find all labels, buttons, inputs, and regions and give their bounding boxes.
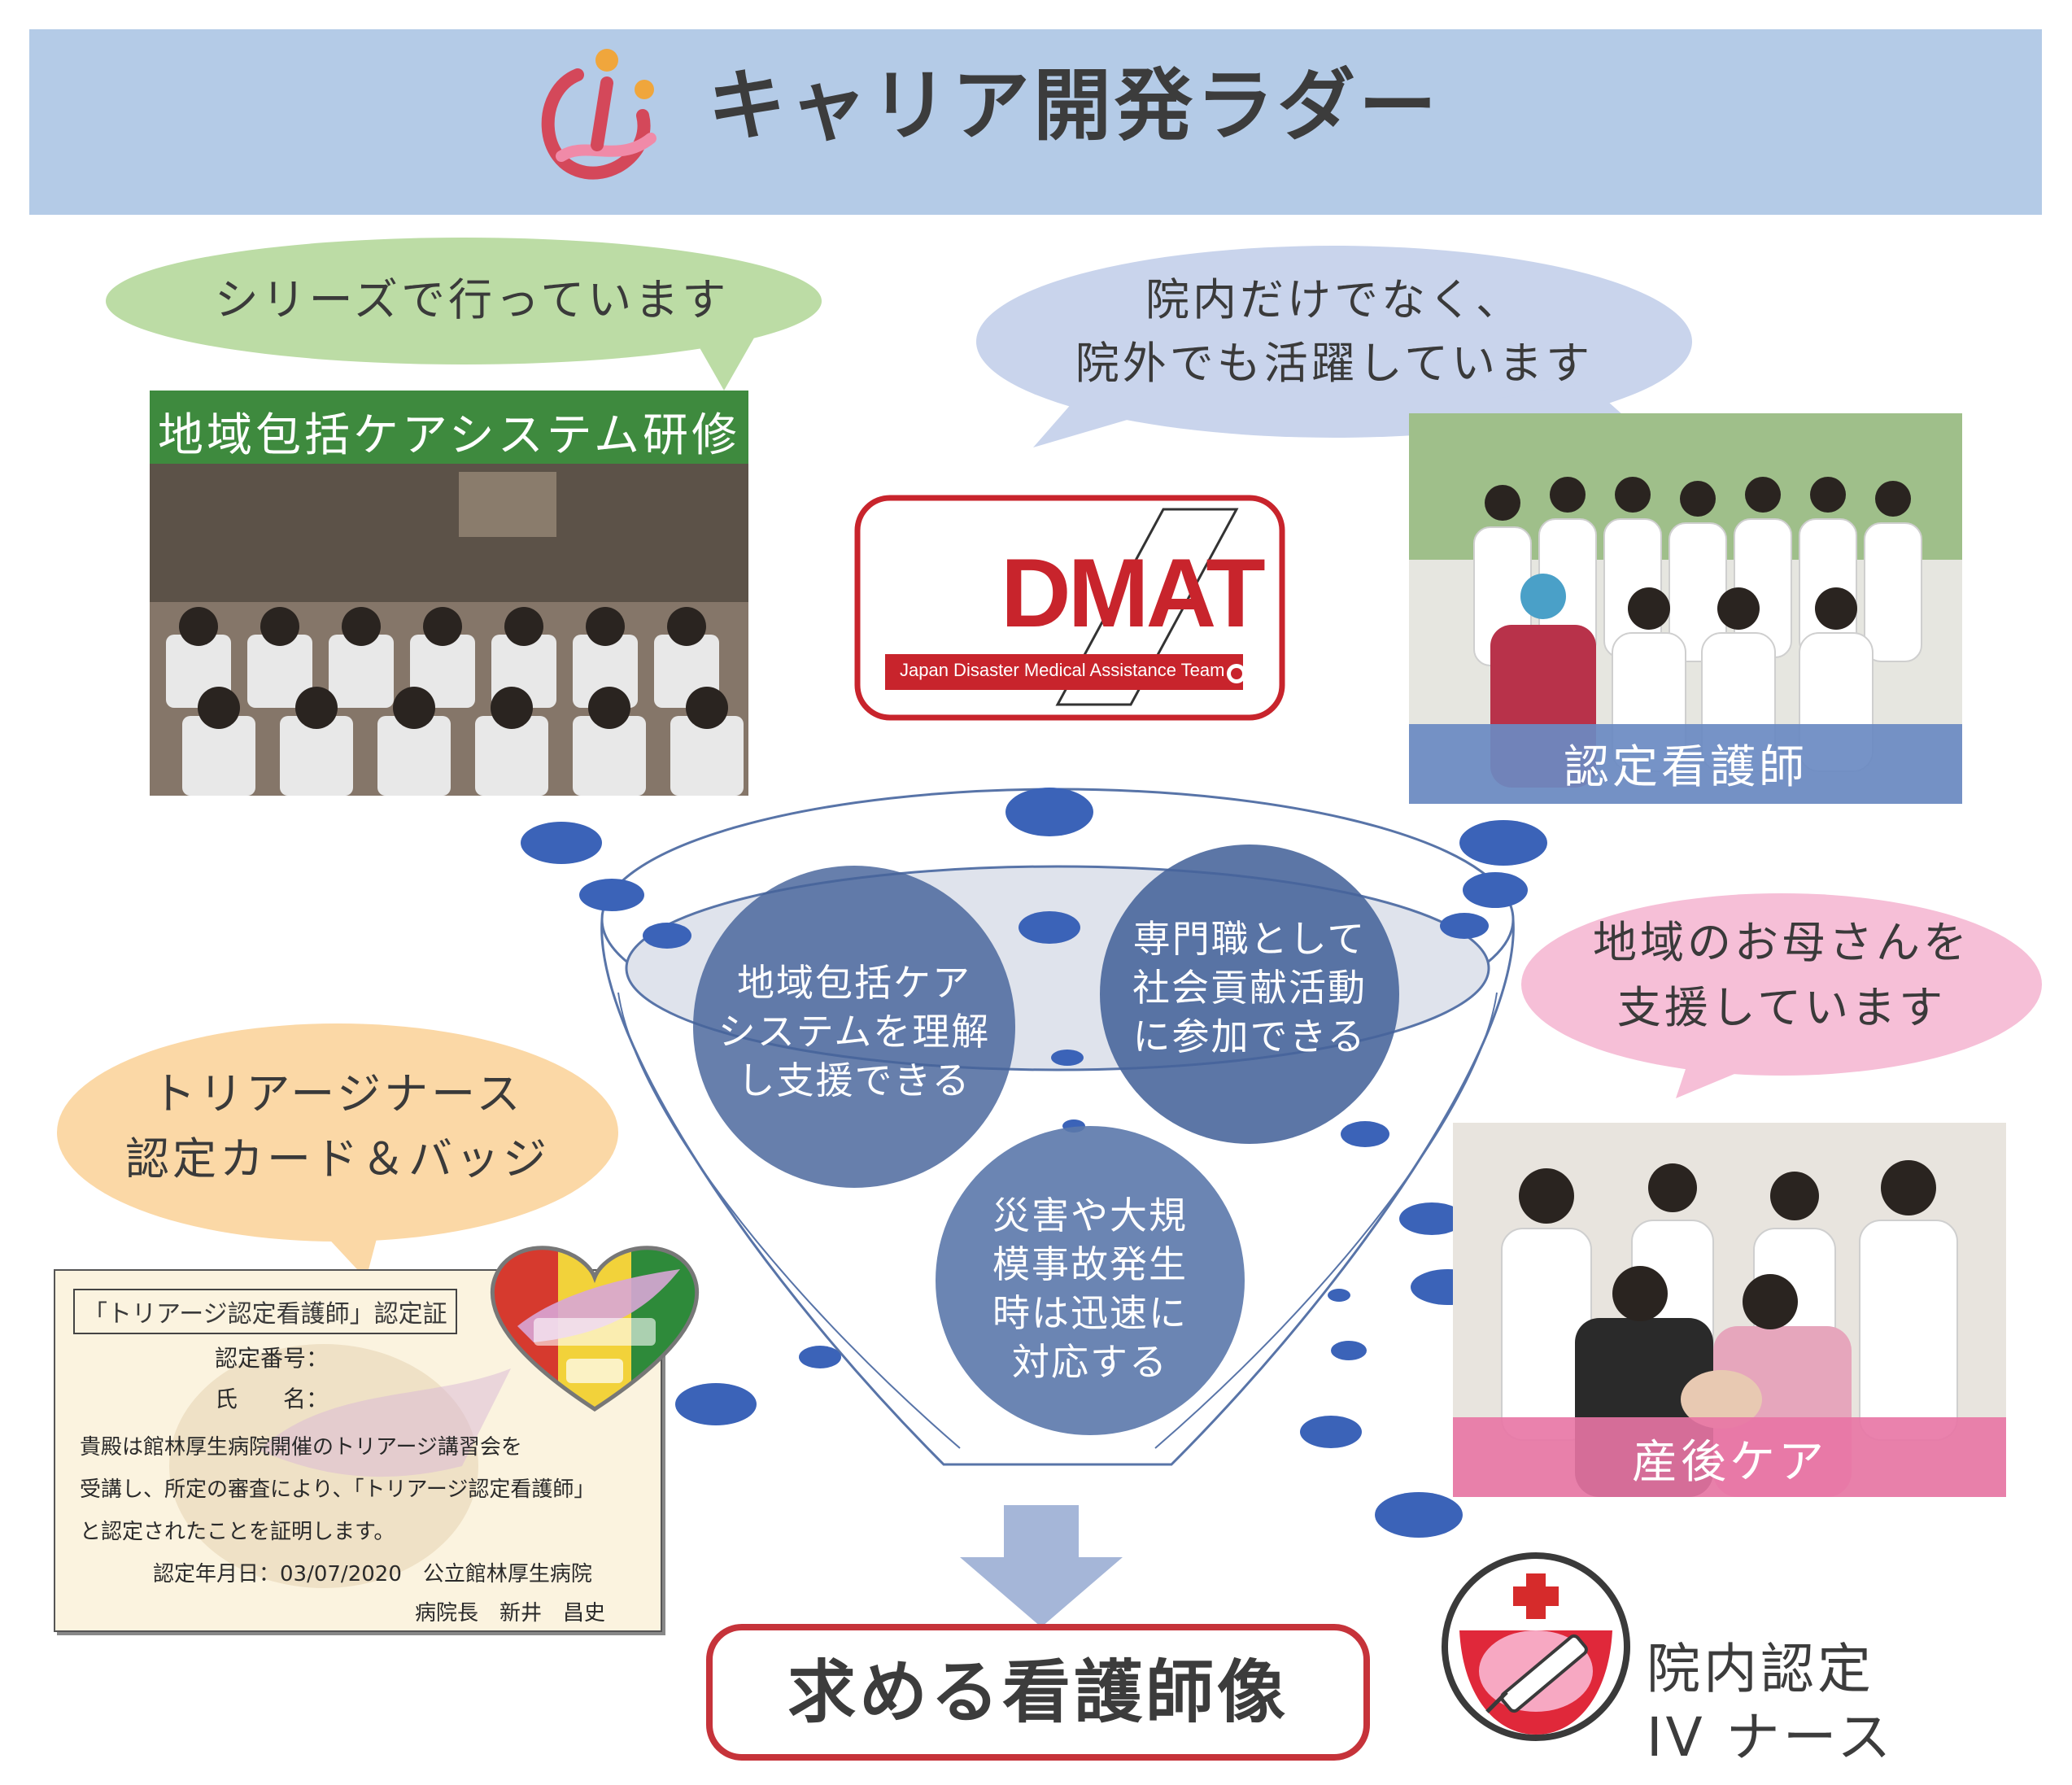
- training-photo-label: 地域包括ケアシステム研修: [157, 409, 741, 462]
- circle-text-line: 地域包括ケア: [737, 961, 971, 1005]
- hospital-logo-icon: [541, 49, 656, 180]
- certificate-watermark-icon: [169, 1344, 511, 1588]
- iv-nurse-badge-icon: [1442, 1552, 1630, 1741]
- circle-text-line: 時は迅速に: [992, 1291, 1188, 1335]
- header-banner: [29, 29, 2042, 215]
- ideal-nurse-goal: 求める看護師像: [706, 1624, 1370, 1761]
- circle-text-line: 社会貢献活動: [1132, 966, 1367, 1010]
- bubble-text: シリーズで行っています: [214, 274, 730, 325]
- speech-bubble-outside: 院内だけでなく、 院外でも活躍しています: [968, 244, 1700, 504]
- speech-bubble-mothers: 地域のお母さんを 支援しています: [1489, 887, 2042, 1098]
- speech-bubble-triage: トリアージナース 認定カード＆バッジ: [57, 1022, 618, 1279]
- certificate-body-line: 貴殿は館林厚生病院開催のトリアージ講習会を: [80, 1435, 522, 1460]
- page-title: キャリア開発ラダー: [708, 60, 1440, 151]
- circle-text-line: し支援できる: [737, 1058, 971, 1102]
- certified-nurse-photo: 認定看護師: [1409, 413, 1962, 804]
- certificate-title: 「トリアージ認定看護師」認定証: [73, 1289, 457, 1334]
- bubble-text-line2: 支援しています: [1616, 982, 1947, 1033]
- certificate-date-line: 認定年月日：03/07/2020 公立館林厚生病院: [153, 1562, 592, 1586]
- circle-text-line: に参加できる: [1132, 1015, 1367, 1058]
- certificate-body-line: と認定されたことを証明します。: [80, 1520, 395, 1544]
- dmat-logo: DMAT Japan Disaster Medical Assistance T…: [854, 495, 1285, 721]
- triage-heart-badge-icon: [490, 1246, 700, 1412]
- bubble-text-line1: トリアージナース: [151, 1068, 524, 1119]
- dmat-subtitle: Japan Disaster Medical Assistance Team: [900, 660, 1225, 680]
- certificate-name-label: 氏 名：: [215, 1386, 329, 1412]
- certificate-number-label: 認定番号：: [215, 1345, 329, 1372]
- postpartum-photo: 産後ケア: [1453, 1123, 2006, 1497]
- dmat-logo-text: DMAT: [1001, 539, 1266, 648]
- iv-nurse-label: 院内認定 IV ナース: [1647, 1635, 1894, 1772]
- certificate-signer-line: 病院長 新井 昌史: [415, 1601, 606, 1626]
- circle-text-line: 模事故発生: [992, 1242, 1188, 1286]
- circle-text-line: システムを理解: [718, 1010, 991, 1054]
- bubble-text-line1: 院内だけでなく、: [1145, 274, 1523, 325]
- speech-bubble-series: シリーズで行っています: [106, 236, 838, 391]
- postpartum-label: 産後ケア: [1632, 1436, 1827, 1489]
- circle-disaster-response: 災害や大規 模事故発生 時は迅速に 対応する: [960, 1191, 1220, 1386]
- certified-nurse-label: 認定看護師: [1564, 741, 1808, 794]
- circle-text-line: 対応する: [1012, 1340, 1168, 1384]
- circle-text-line: 災害や大規: [992, 1194, 1188, 1237]
- bubble-text-line1: 地域のお母さんを: [1593, 917, 1970, 968]
- triage-certificate: 「トリアージ認定看護師」認定証 認定番号： 氏 名： 貴殿は館林厚生病院開催のト…: [54, 1269, 662, 1632]
- iv-label-line2: IV ナース: [1647, 1706, 1895, 1769]
- circle-social-contribution: 専門職として 社会貢献活動 に参加できる: [1103, 914, 1396, 1061]
- certificate-body-line: 受講し、所定の審査により、「トリアージ認定看護師」: [80, 1477, 595, 1502]
- circle-community-care: 地域包括ケア システムを理解 し支援できる: [700, 958, 1009, 1105]
- iv-label-line1: 院内認定: [1647, 1638, 1874, 1700]
- down-arrow-icon: [960, 1505, 1123, 1627]
- training-photo: 地域包括ケアシステム研修: [150, 391, 748, 796]
- circle-text-line: 専門職として: [1132, 917, 1367, 961]
- bubble-text-line2: 認定カード＆バッジ: [125, 1133, 550, 1185]
- bubble-text-line2: 院外でも活躍しています: [1075, 338, 1594, 389]
